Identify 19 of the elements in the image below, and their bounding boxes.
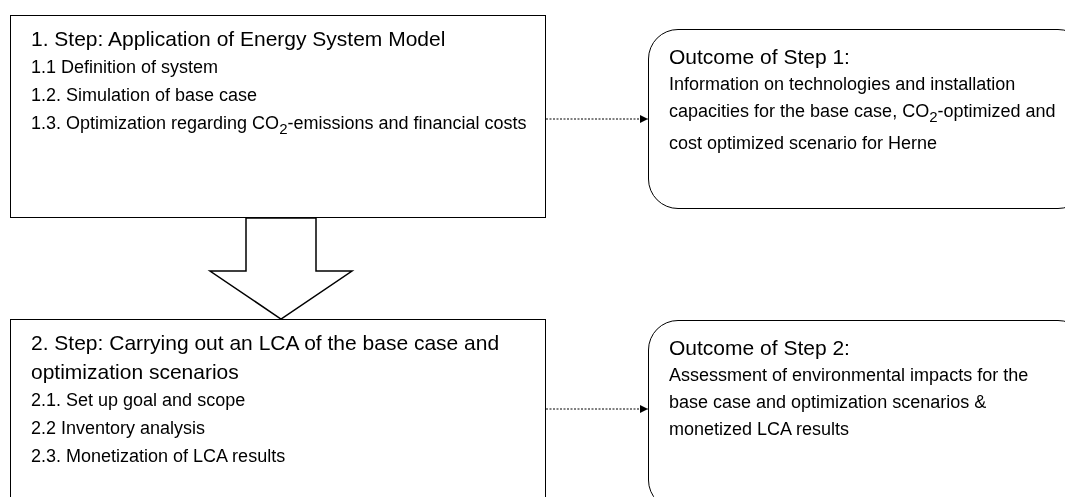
sub-step-text: 2.1. Set up goal and scope (31, 389, 247, 412)
outcome-text: Information on technologies and installation capacities for the base case, CO$_{2}$-optimized and cost optimized scenario for Herne (669, 73, 1057, 155)
step-heading: 1. Step: Application of Energy System Model (31, 26, 447, 52)
block-arrow (207, 217, 355, 320)
sub-step-text: 1.3. Optimization regarding CO$_{2}$-emissions and financial costs (31, 112, 528, 139)
step-heading: Outcome of Step 2: (669, 335, 851, 361)
process-box (10, 319, 546, 497)
sub-step-text: 1.1 Definition of system (31, 56, 220, 79)
process-box (10, 15, 546, 218)
step-heading: 2. Step: Carrying out an LCA of the base case and optimization scenarios (31, 330, 501, 385)
sub-step-text: 2.3. Monetization of LCA results (31, 445, 287, 468)
sub-step-text: 2.2 Inventory analysis (31, 417, 207, 440)
arrow (545, 115, 649, 123)
outcome-box (648, 29, 1065, 209)
sub-step-text: 1.2. Simulation of base case (31, 84, 259, 107)
step-heading: Outcome of Step 1: (669, 44, 851, 70)
outcome-text: Assessment of environmental impacts for the base case and optimization scenarios & monetized LCA results (669, 364, 1030, 441)
outcome-box (648, 320, 1065, 497)
arrow (545, 405, 649, 413)
